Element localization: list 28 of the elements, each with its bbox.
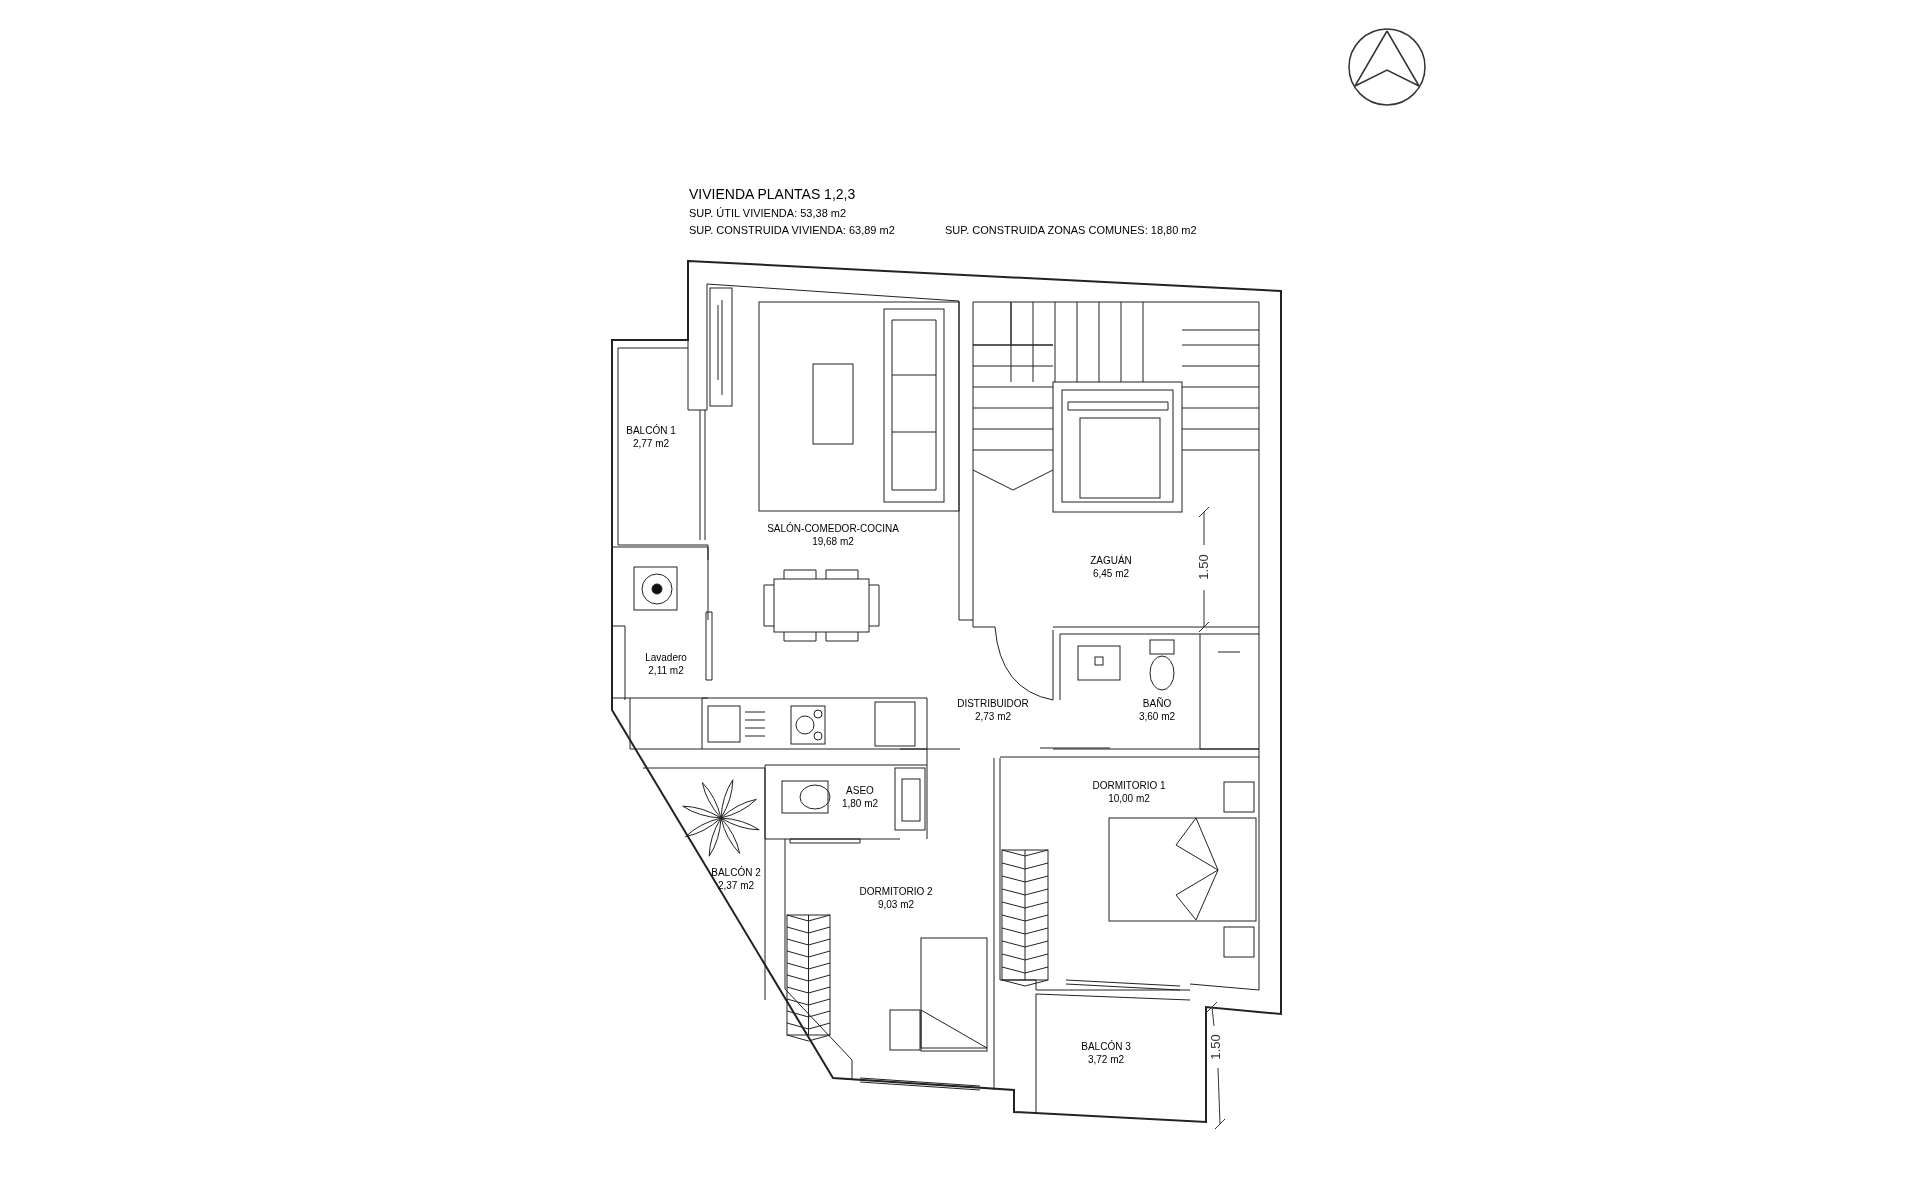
room-name-label: ZAGUÁN [1090,555,1132,567]
room-name-label: BALCÓN 2 [711,867,761,879]
area-label: 1,80 m2 [841,798,879,810]
area-label: 10,00 m2 [1108,793,1150,805]
area-summary-text: SUP. CONSTRUIDA VIVIENDA: 63,89 m2 [689,223,895,237]
area-label: 3,60 m2 [1138,711,1176,723]
room-name-label: BALCÓN 3 [1081,1041,1131,1053]
area-label: 2,77 m2 [632,438,670,450]
room-name-label: ASEO [846,785,874,797]
room-name-label: BAÑO [1142,698,1172,710]
area-label: 3,72 m2 [1087,1054,1125,1066]
plan-title: VIVIENDA PLANTAS 1,2,3 [689,186,856,202]
room-name-label: DORMITORIO 2 [859,886,933,898]
dimension-label: 1.50 [1197,554,1211,580]
room-name-label: Lavadero [645,652,687,664]
room-name-label: DISTRIBUIDOR [957,698,1029,710]
area-summary-text: SUP. ÚTIL VIVIENDA: 53,38 m2 [689,206,847,220]
area-summary-text: SUP. CONSTRUIDA ZONAS COMUNES: 18,80 m2 [945,223,1197,237]
room-name-label: SALÓN-COMEDOR-COCINA [767,523,899,535]
area-label: 2,37 m2 [717,880,755,892]
area-label: 2,73 m2 [974,711,1012,723]
area-label: 9,03 m2 [877,899,915,911]
dimension-label: 1.50 [1209,1034,1223,1060]
room-name-label: BALCÓN 1 [626,425,676,437]
area-label: 6,45 m2 [1092,568,1130,580]
area-label: 19,68 m2 [812,536,854,548]
room-name-label: DORMITORIO 1 [1092,780,1166,792]
area-label: 2,11 m2 [648,665,684,677]
